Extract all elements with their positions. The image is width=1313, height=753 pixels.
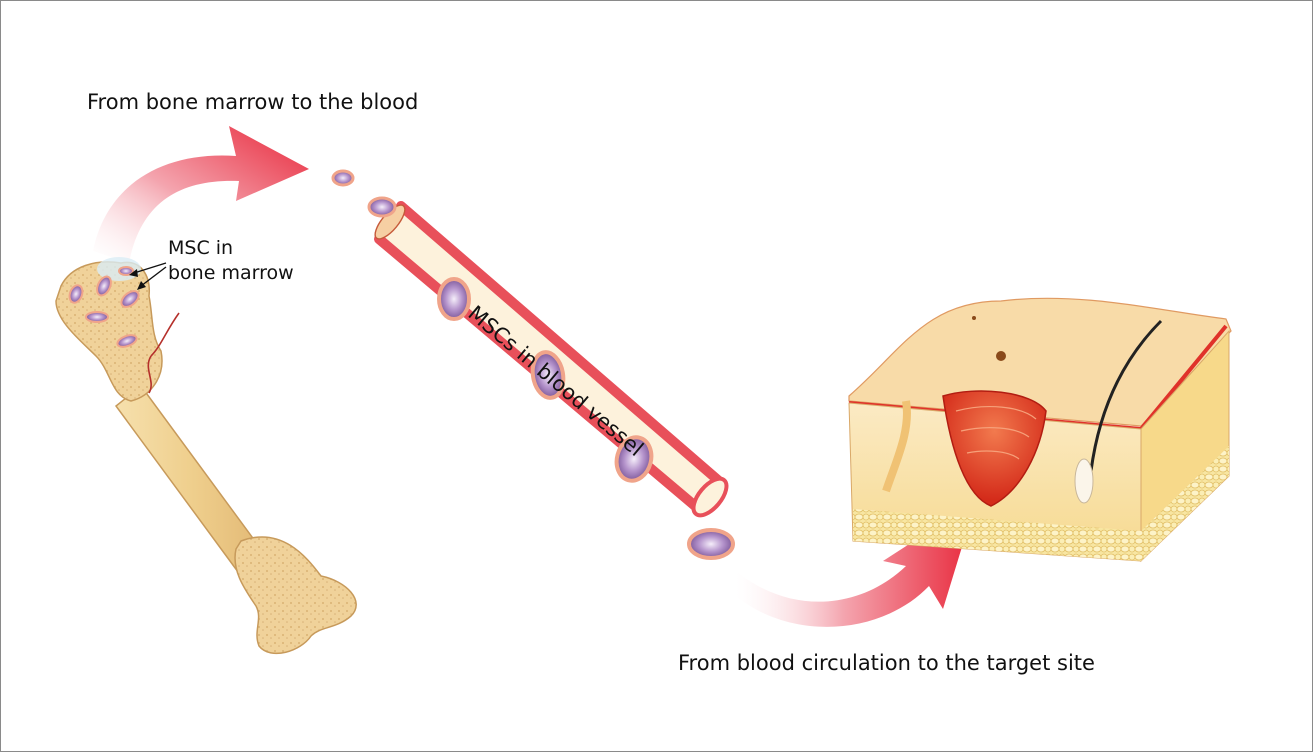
blood-vessel (331, 169, 735, 560)
skin-tissue-block (848, 297, 1232, 563)
vessel-cells (331, 169, 735, 560)
msc-label-line2: bone marrow (168, 262, 294, 284)
arrow-blood-to-target (736, 501, 976, 627)
msc-pointer-arrows (129, 262, 167, 290)
title-blood-to-target: From blood circulation to the target sit… (678, 651, 1095, 675)
title-bone-to-blood: From bone marrow to the blood (87, 90, 419, 114)
arrow-bone-to-blood (93, 126, 309, 263)
msc-label-line1: MSC in (168, 237, 234, 259)
bone-marrow-cells (68, 266, 140, 348)
bone-illustration (55, 257, 357, 655)
msc-bone-marrow-label: MSC in bone marrow (168, 236, 294, 286)
wound (942, 390, 1047, 507)
